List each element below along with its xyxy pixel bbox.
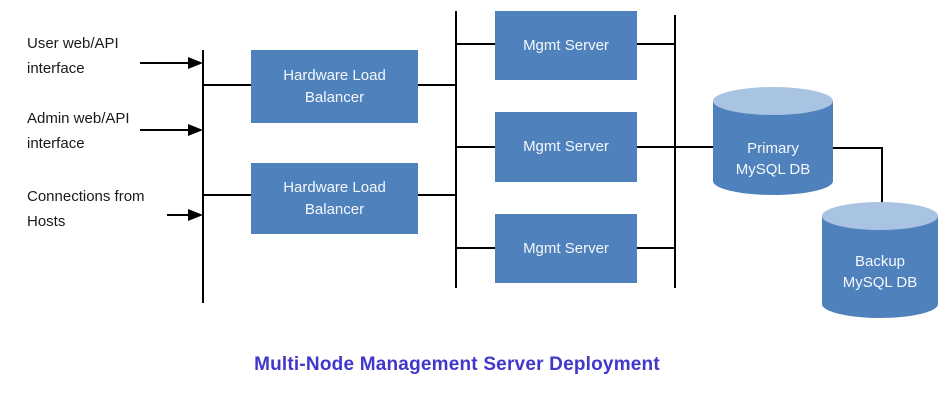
label-line: interface <box>27 135 85 152</box>
arrow-right-icon <box>188 57 203 69</box>
node-label-line: Balancer <box>304 200 365 218</box>
cylinder-top <box>822 202 938 230</box>
connector-lb2-bus <box>418 194 457 196</box>
backup-db-label: Backup MySQL DB <box>822 251 938 293</box>
connector-bus-lb2 <box>203 194 251 196</box>
arrow-right-icon <box>188 209 203 221</box>
cylinder-body <box>713 101 833 195</box>
connector-lb1-bus <box>418 84 457 86</box>
mgmt-server-box-3: Mgmt Server <box>495 214 637 283</box>
bus-line-middle <box>455 11 457 288</box>
connector-bus-ms3 <box>456 247 496 249</box>
arrow-shaft-hosts <box>167 214 188 216</box>
arrow-right-icon <box>188 124 203 136</box>
label-line: Connections from <box>27 188 145 205</box>
backup-db-cylinder: Backup MySQL DB <box>822 202 938 318</box>
node-label-line: Backup <box>854 253 906 270</box>
arrow-shaft-user <box>140 62 188 64</box>
mgmt-server-box-1: Mgmt Server <box>495 11 637 80</box>
diagram-title: Multi-Node Management Server Deployment <box>254 354 660 375</box>
label-line: Admin web/API <box>27 110 130 127</box>
connector-ms3-bus <box>637 247 676 249</box>
bus-line-left <box>202 50 204 303</box>
label-line: interface <box>27 60 85 77</box>
node-label-line: Mgmt Server <box>523 239 609 257</box>
primary-db-label: Primary MySQL DB <box>713 138 833 180</box>
node-label-line: Primary <box>747 140 799 157</box>
node-label-line: Hardware Load <box>283 66 386 84</box>
node-label-line: Mgmt Server <box>523 36 609 54</box>
mgmt-server-box-2: Mgmt Server <box>495 112 637 182</box>
label-line: Hosts <box>27 213 66 230</box>
label-connections-from-hosts: Connections from Hosts <box>27 184 145 234</box>
label-user-web-api-interface: User web/API interface <box>27 31 119 81</box>
bus-line-right <box>674 15 676 288</box>
node-label-line: MySQL DB <box>842 274 918 291</box>
cylinder-top <box>713 87 833 115</box>
connector-bus-lb1 <box>203 84 251 86</box>
connector-primary-backup-v <box>881 147 883 207</box>
node-label-line: Hardware Load <box>283 178 386 196</box>
connector-ms1-bus <box>637 43 676 45</box>
connector-primary-backup-h <box>833 147 883 149</box>
connector-ms2-primary-db <box>637 146 714 148</box>
label-admin-web-api-interface: Admin web/API interface <box>27 106 130 156</box>
connector-bus-ms2 <box>456 146 496 148</box>
arrow-shaft-admin <box>140 129 188 131</box>
primary-db-cylinder: Primary MySQL DB <box>713 87 833 195</box>
node-label-line: MySQL DB <box>735 161 811 178</box>
node-label-line: Mgmt Server <box>523 138 609 155</box>
node-label-line: Balancer <box>304 88 365 106</box>
cylinder-body <box>822 216 938 318</box>
load-balancer-box-2: Hardware Load Balancer <box>251 163 418 234</box>
connector-bus-ms1 <box>456 43 496 45</box>
label-line: User web/API <box>27 35 119 52</box>
load-balancer-box-1: Hardware Load Balancer <box>251 50 418 123</box>
